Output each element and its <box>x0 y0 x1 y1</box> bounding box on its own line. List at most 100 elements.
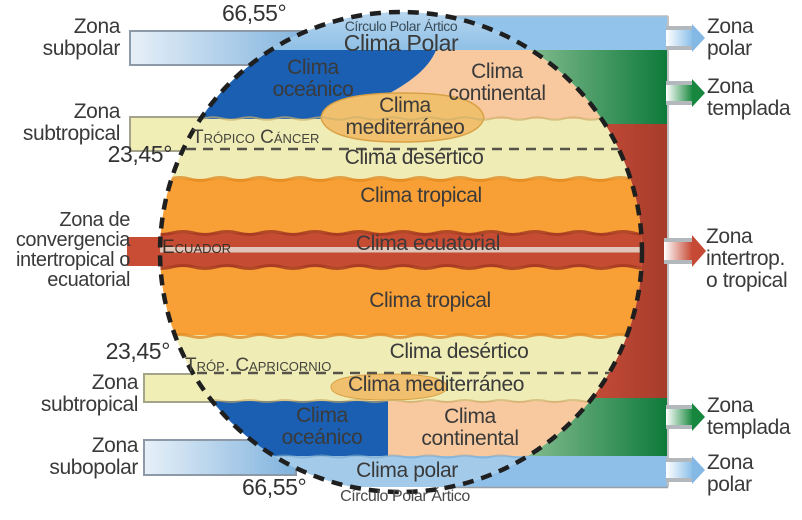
label-degree-6655-top: 66,55° <box>222 0 287 26</box>
label-zona-subopolar: Zona subopolar <box>49 435 138 479</box>
label-line: intertropical o <box>15 249 130 271</box>
label-line: polar <box>707 37 752 60</box>
label-zona-convergencia: Zona de convergencia intertropical o ecu… <box>15 209 131 291</box>
label-line: templada <box>707 97 791 120</box>
bar-zona-subtropical-bottom <box>143 373 211 403</box>
label-clima-mediterraneo-bottom: Clima mediterráneo <box>347 373 525 396</box>
label-tropico-cancer: Trópico Cáncer <box>192 127 320 148</box>
label-zona-subtropical-bottom: Zona subtropical <box>40 371 139 416</box>
label-line: subtropical <box>22 122 121 145</box>
boundary-ecuatorial-bottom <box>160 264 642 270</box>
boundary-desert-bottom <box>160 333 642 339</box>
label-clima-desertico-bottom: Clima desértico <box>389 340 529 363</box>
label-degree-2345-bottom: 23,45° <box>105 338 171 364</box>
label-clima-continental-bottom: Clima continental <box>421 405 519 450</box>
label-line: Zona <box>91 371 139 394</box>
label-degree-2345-top: 23,45° <box>107 141 173 167</box>
label-line: ecuatorial <box>47 269 130 291</box>
label-line: Clima <box>444 405 496 428</box>
label-line: o tropical <box>706 269 788 292</box>
bar-zona-ecuatorial <box>127 237 163 266</box>
boundary-ecuatorial-top <box>160 230 642 236</box>
label-line: Zona <box>707 451 754 474</box>
globe-outline <box>157 9 645 495</box>
label-line: Zona <box>73 100 121 123</box>
arrow-edge <box>664 260 692 264</box>
arrow-edge <box>666 81 692 85</box>
label-line: Zona <box>707 394 754 417</box>
blob-clima-mediterraneo-top <box>320 92 485 143</box>
label-clima-ecuatorial: Clima ecuatorial <box>355 232 501 255</box>
label-line: subpolar <box>42 37 121 60</box>
arrow-head <box>692 79 705 107</box>
label-line: Clima <box>379 94 431 117</box>
label-line: Zona de <box>59 209 130 231</box>
blob-clima-mediterraneo-bottom <box>330 373 448 401</box>
label-line: intertrop. <box>706 247 785 270</box>
arrow-edge <box>666 405 692 409</box>
arrow-edge <box>666 458 692 462</box>
label-clima-oceanico-bottom: Clima oceánico <box>282 405 363 449</box>
label-ecuador: Ecuador <box>162 237 232 258</box>
label-circulo-polar-top: Círculo Polar Ártico <box>344 18 458 34</box>
arrow-edge <box>666 478 692 482</box>
label-line: Clima <box>287 56 339 79</box>
arrow-head <box>692 24 705 52</box>
label-line: subtropical <box>40 393 139 416</box>
label-clima-desertico-top: Clima desértico <box>344 146 484 169</box>
arrow-zona-templada-bottom <box>666 403 705 431</box>
label-line: templada <box>707 416 791 439</box>
boundary-tropical-top <box>160 176 642 182</box>
arrow-shaft <box>664 242 692 260</box>
label-clima-tropical-top: Clima tropical <box>360 184 482 207</box>
label-zona-subtropical-top: Zona subtropical <box>22 100 121 145</box>
label-zona-subpolar: Zona subpolar <box>42 15 121 60</box>
label-line: continental <box>448 82 546 105</box>
label-line: Zona <box>91 434 139 457</box>
label-clima-tropical-bottom: Clima tropical <box>369 289 491 312</box>
label-line: mediterráneo <box>345 116 465 139</box>
arrow-zona-polar-top <box>666 24 705 52</box>
label-clima-polar-top: Clima Polar <box>343 30 459 56</box>
arrow-zona-templada-top <box>666 79 705 107</box>
label-zona-templada-top: Zona templada <box>707 75 791 120</box>
label-zona-polar-bottom: Zona polar <box>707 451 754 496</box>
label-line: convergencia <box>15 229 131 251</box>
arrow-edge <box>666 101 692 105</box>
label-line: subopolar <box>49 456 138 479</box>
label-line: oceánico <box>272 78 354 101</box>
label-line: Zona <box>706 225 753 248</box>
label-line: Clima <box>471 60 523 83</box>
label-line: Zona <box>707 15 754 38</box>
label-clima-polar-bottom: Clima polar <box>356 459 458 482</box>
globe-interior <box>160 12 642 492</box>
label-trop-capricornio: Tróp. Capricornio <box>185 355 332 376</box>
arrow-shaft <box>666 462 692 478</box>
label-line: polar <box>707 473 752 496</box>
arrow-zona-polar-bottom <box>666 456 705 484</box>
label-clima-continental-top: Clima continental <box>448 60 546 105</box>
arrow-edge <box>664 238 692 242</box>
arrow-shaft <box>666 409 692 425</box>
arrow-head <box>692 456 705 484</box>
label-line: Zona <box>707 75 754 98</box>
arrow-edge <box>666 26 692 30</box>
label-degree-6655-bottom: 66,55° <box>242 474 307 500</box>
label-zona-intertropical: Zona intertrop. o tropical <box>706 225 788 292</box>
label-line: oceánico <box>281 426 363 449</box>
arrow-shaft <box>666 30 692 46</box>
ecuatorial-light-stripe <box>160 247 642 253</box>
arrow-zona-intertropical <box>664 235 706 267</box>
label-zona-polar-top: Zona polar <box>707 15 754 60</box>
label-line: continental <box>421 427 519 450</box>
label-clima-mediterraneo-top: Clima mediterráneo <box>346 95 465 139</box>
label-zona-templada-bottom: Zona templada <box>707 394 791 439</box>
arrow-head <box>692 403 705 431</box>
label-clima-oceanico-top: Clima oceánico <box>273 57 354 101</box>
arrow-edge <box>666 425 692 429</box>
label-line: Zona <box>73 15 121 38</box>
label-circulo-polar-bottom: Círculo Polar Ártico <box>340 488 470 505</box>
label-line: Clima <box>296 404 348 427</box>
arrow-shaft <box>666 85 692 101</box>
